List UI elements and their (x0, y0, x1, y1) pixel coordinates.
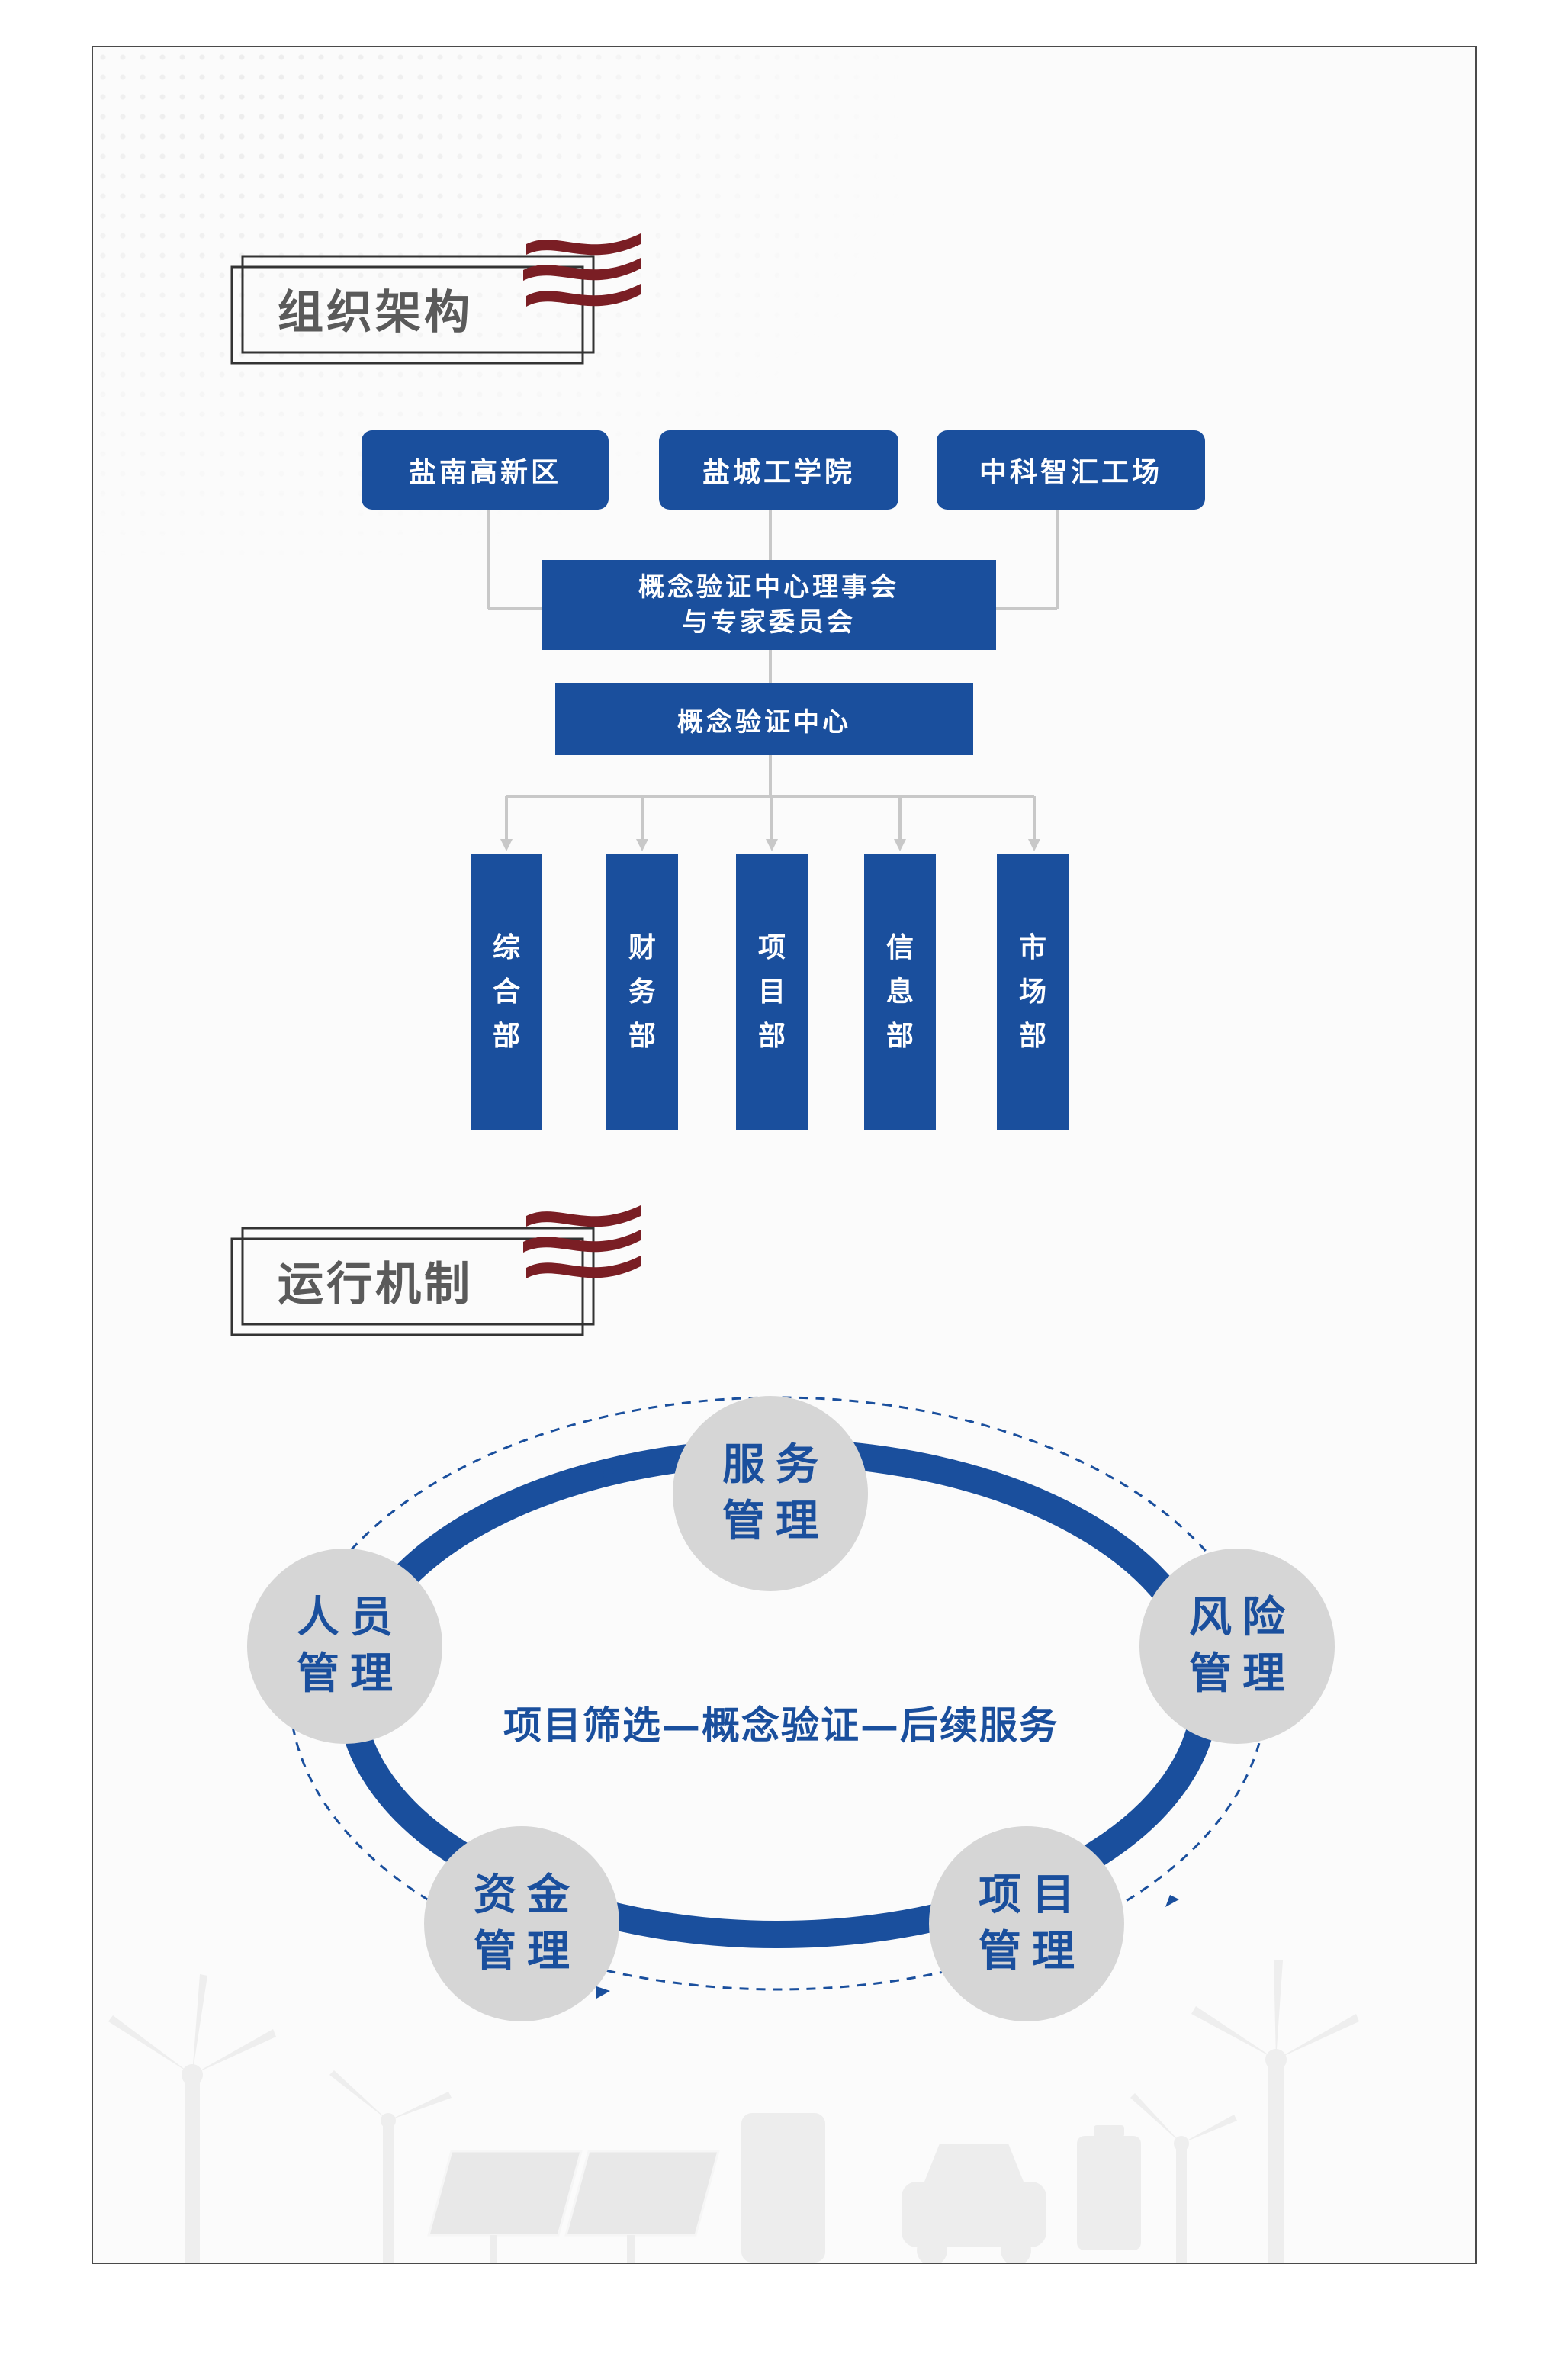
mechanism-cycle-text: 项目筛选—概念验证—后续服务 (503, 1703, 1059, 1748)
dept-information: 信 息 部 (864, 854, 936, 1130)
node-personnel-management: 人员 管理 (247, 1549, 442, 1744)
node-fund-management: 资金 管理 (424, 1826, 619, 2021)
mechanism-title-frame (230, 1205, 641, 1336)
poc-center-box: 概念验证中心 (555, 683, 973, 755)
entity-yannan-hitech: 盐南高新区 (362, 430, 609, 510)
dept-market: 市 场 部 (997, 854, 1069, 1130)
entity-ycit: 盐城工学院 (659, 430, 898, 510)
green-energy-silhouette (108, 1960, 1359, 2263)
wave-emblem-icon (523, 1205, 641, 1278)
org-section-title: 组织架构 (278, 286, 473, 339)
wave-emblem-icon (523, 233, 641, 307)
council-line-1: 概念验证中心理事会 (638, 572, 899, 603)
org-title-frame (230, 233, 641, 365)
mechanism-section-title: 运行机制 (278, 1258, 473, 1311)
poster-frame (92, 46, 1477, 2264)
dept-finance: 财 务 部 (606, 854, 678, 1130)
node-service-management: 服务 管理 (673, 1396, 868, 1591)
org-connectors (487, 510, 1059, 851)
council-box: 概念验证中心理事会 与专家委员会 (542, 560, 996, 650)
node-project-management: 项目 管理 (929, 1826, 1124, 2021)
entity-zhongke-zhihui: 中科智汇工场 (937, 430, 1205, 510)
node-risk-management: 风险 管理 (1139, 1549, 1335, 1744)
dept-project: 项 目 部 (736, 854, 808, 1130)
council-line-2: 与专家委员会 (682, 607, 856, 638)
dept-general: 综 合 部 (471, 854, 542, 1130)
